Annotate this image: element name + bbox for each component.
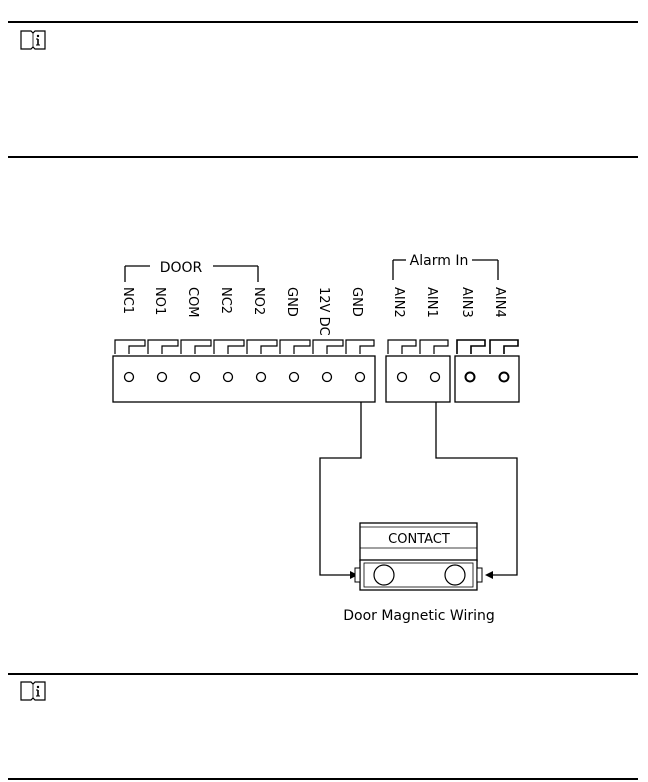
alarm-terminal-block-a	[385, 339, 451, 403]
terminal-label-gnd-2: GND	[349, 287, 364, 317]
wire-gnd-to-contact	[319, 402, 362, 576]
info-book-icon	[20, 30, 46, 50]
terminal-label-ain3: AIN3	[459, 287, 474, 318]
contact-label: CONTACT	[388, 532, 450, 547]
door-terminal-block	[112, 339, 376, 403]
terminal-label-gnd-1: GND	[284, 287, 299, 317]
terminal-label-12v-dc: 12V DC	[316, 287, 331, 336]
info-book-icon	[20, 681, 46, 701]
terminal-label-no1: NO1	[152, 287, 167, 315]
bottom-note-end-rule	[8, 778, 638, 780]
terminal-label-no2: NO2	[251, 287, 266, 315]
alarm-group-label: Alarm In	[410, 253, 469, 269]
terminal-label-nc2: NC2	[218, 287, 233, 314]
terminal-label-nc1: NC1	[120, 287, 135, 314]
alarm-group-bracket	[392, 259, 499, 280]
note-end-rule	[8, 156, 638, 158]
top-rule	[8, 21, 638, 23]
alarm-terminal-block-b	[454, 339, 520, 403]
magnetic-contact	[354, 522, 483, 591]
bottom-note-rule	[8, 673, 638, 675]
arrow-right-icon	[485, 571, 493, 579]
door-group-bracket	[124, 265, 259, 282]
wire-ain1-to-contact	[435, 402, 518, 576]
terminal-label-ain1: AIN1	[424, 287, 439, 318]
terminal-label-com: COM	[185, 287, 200, 318]
terminal-label-ain4: AIN4	[492, 287, 507, 318]
terminal-label-ain2: AIN2	[391, 287, 406, 318]
door-group-label: DOOR	[160, 260, 203, 276]
diagram-caption: Door Magnetic Wiring	[343, 608, 495, 624]
arrow-left-icon	[350, 571, 358, 579]
